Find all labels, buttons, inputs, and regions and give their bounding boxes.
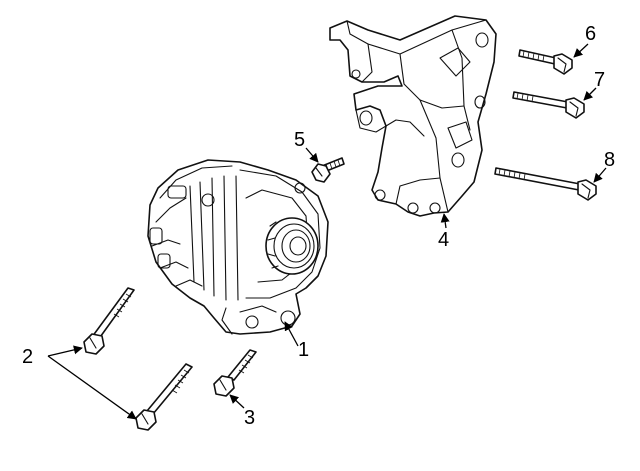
bolt-3[interactable]	[213, 349, 257, 397]
callout-3[interactable]: 3	[244, 407, 255, 429]
leader-3	[229, 394, 245, 409]
callout-4[interactable]: 4	[438, 229, 449, 251]
leader-2-upper	[47, 345, 83, 357]
leader-2-lower	[47, 355, 137, 420]
mounting-bracket[interactable]	[329, 15, 497, 217]
callout-8[interactable]: 8	[604, 149, 615, 171]
leader-6	[573, 43, 589, 58]
bolt-5[interactable]	[311, 157, 345, 183]
callout-1[interactable]: 1	[298, 339, 309, 361]
callout-6[interactable]: 6	[585, 23, 596, 45]
leader-8	[593, 167, 607, 183]
bolt-7[interactable]	[512, 91, 585, 119]
leader-4	[440, 213, 450, 229]
callout-7[interactable]: 7	[594, 69, 605, 91]
bolt-8[interactable]	[494, 167, 597, 201]
bolt-2-lower[interactable]	[135, 363, 193, 431]
alternator[interactable]	[147, 159, 329, 335]
leader-5	[305, 147, 319, 163]
bolt-2-upper[interactable]	[83, 287, 135, 355]
callout-2[interactable]: 2	[22, 346, 33, 368]
leader-1	[284, 321, 299, 347]
leader-7	[583, 87, 597, 101]
callout-5[interactable]: 5	[294, 129, 305, 151]
bolt-6[interactable]	[518, 49, 573, 75]
